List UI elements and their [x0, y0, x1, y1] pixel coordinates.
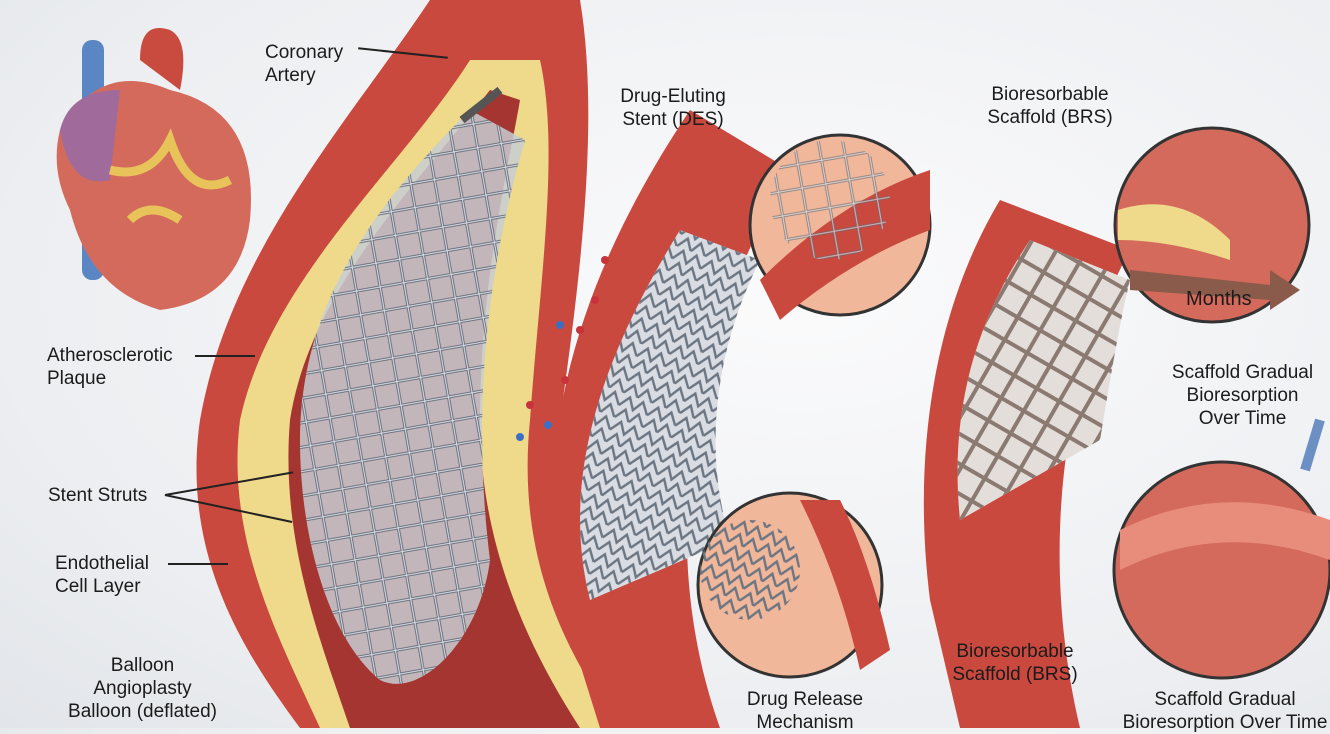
resorption-circle — [1112, 460, 1330, 680]
des-stent — [580, 230, 760, 600]
label-stent-struts: Stent Struts — [48, 485, 148, 506]
des-zoom-circle — [748, 133, 932, 320]
down-arrow-icon — [1300, 418, 1325, 472]
months-arrow-icon — [1130, 270, 1300, 310]
label-months: Months — [1186, 288, 1252, 310]
stent-struts — [300, 110, 525, 684]
heart-icon — [56, 28, 252, 310]
drug-particles — [516, 256, 609, 441]
months-circle — [1113, 126, 1311, 324]
drug-release-circle — [696, 491, 890, 679]
brs-scaffold — [957, 240, 1130, 520]
